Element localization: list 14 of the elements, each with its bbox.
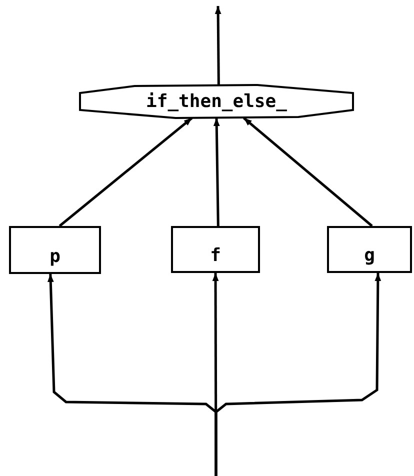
node-label: p: [50, 248, 60, 269]
arrow: [212, 273, 219, 476]
function-box: [9, 226, 101, 274]
arrow: [214, 6, 222, 86]
arrow: [58, 117, 193, 227]
node-label: f: [210, 247, 221, 268]
node-label: g: [364, 247, 375, 268]
arrow: [214, 272, 382, 476]
function-box: [171, 226, 260, 273]
arrow: [213, 118, 220, 226]
node-label: if_then_else_: [146, 92, 287, 110]
arrow: [243, 117, 373, 227]
operator-hexagon: [80, 85, 353, 118]
function-box: [327, 226, 412, 273]
